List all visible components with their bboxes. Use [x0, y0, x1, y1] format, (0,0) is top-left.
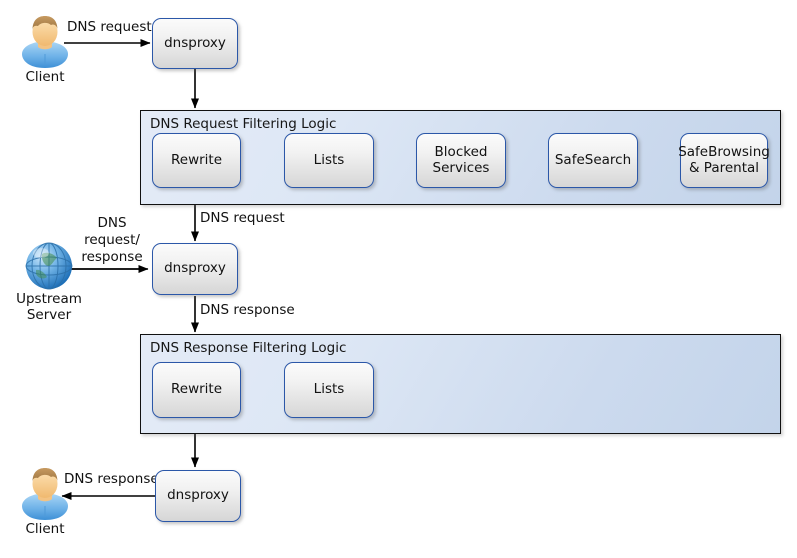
- globe-icon: [25, 242, 73, 290]
- dnsproxy-middle-label: dnsproxy: [164, 260, 226, 277]
- label-dns-response-client: DNS response: [64, 471, 159, 487]
- person-icon: [22, 16, 68, 68]
- stage-safesearch-label: SafeSearch: [554, 151, 632, 168]
- stage-lists[interactable]: Lists: [284, 133, 374, 188]
- stage-rewrite-label: Rewrite: [170, 151, 223, 168]
- actor-upstream-line1: Upstream: [16, 291, 82, 307]
- dnsproxy-middle[interactable]: dnsproxy: [152, 243, 238, 295]
- dnsproxy-bottom[interactable]: dnsproxy: [155, 470, 241, 522]
- label-dns-request-to-filtering: DNS request: [200, 210, 285, 226]
- actor-upstream-line2: Server: [26, 307, 72, 323]
- group-response-filtering-title: DNS Response Filtering Logic: [150, 340, 347, 356]
- stage-blocked-services-label: Blocked Services: [427, 143, 496, 177]
- stage-blocked-services[interactable]: Blocked Services: [416, 133, 506, 188]
- dnsproxy-bottom-label: dnsproxy: [167, 487, 229, 504]
- person-icon: [22, 468, 68, 520]
- group-response-filtering: DNS Response Filtering Logic: [140, 334, 781, 434]
- stage-blocked-services-line1: Blocked: [434, 143, 488, 160]
- stage-lists-label: Lists: [313, 151, 345, 168]
- stage-rewrite-response-label: Rewrite: [170, 381, 223, 398]
- stage-safebrowsing-parental-label: SafeBrowsing & Parental: [672, 143, 776, 177]
- label-upstream-line3: response: [81, 249, 143, 265]
- label-upstream-line1: DNS: [97, 215, 127, 231]
- actor-client-bottom-label: Client: [25, 521, 65, 537]
- group-request-filtering-title: DNS Request Filtering Logic: [150, 116, 337, 132]
- stage-rewrite[interactable]: Rewrite: [152, 133, 241, 188]
- dnsproxy-top-label: dnsproxy: [164, 34, 226, 51]
- stage-safebrowsing-parental[interactable]: SafeBrowsing & Parental: [678, 133, 770, 188]
- actor-upstream-server: Upstream Server: [16, 240, 82, 323]
- actor-client-top: Client: [12, 14, 78, 86]
- actor-client-bottom: Client: [12, 466, 78, 538]
- stage-lists-response-label: Lists: [313, 381, 345, 398]
- dnsproxy-top[interactable]: dnsproxy: [152, 18, 238, 69]
- stage-safebrowsing-line2: & Parental: [688, 159, 760, 176]
- stage-rewrite-response[interactable]: Rewrite: [152, 362, 241, 418]
- actor-client-top-label: Client: [25, 69, 65, 85]
- stage-blocked-services-line2: Services: [432, 159, 490, 176]
- label-dns-response-to-filtering: DNS response: [200, 302, 295, 318]
- stage-safebrowsing-line1: SafeBrowsing: [678, 143, 770, 160]
- label-upstream-line2: request/: [84, 232, 140, 248]
- stage-lists-response[interactable]: Lists: [284, 362, 374, 418]
- label-dns-request-client: DNS request: [67, 19, 152, 35]
- stage-safesearch[interactable]: SafeSearch: [548, 133, 638, 188]
